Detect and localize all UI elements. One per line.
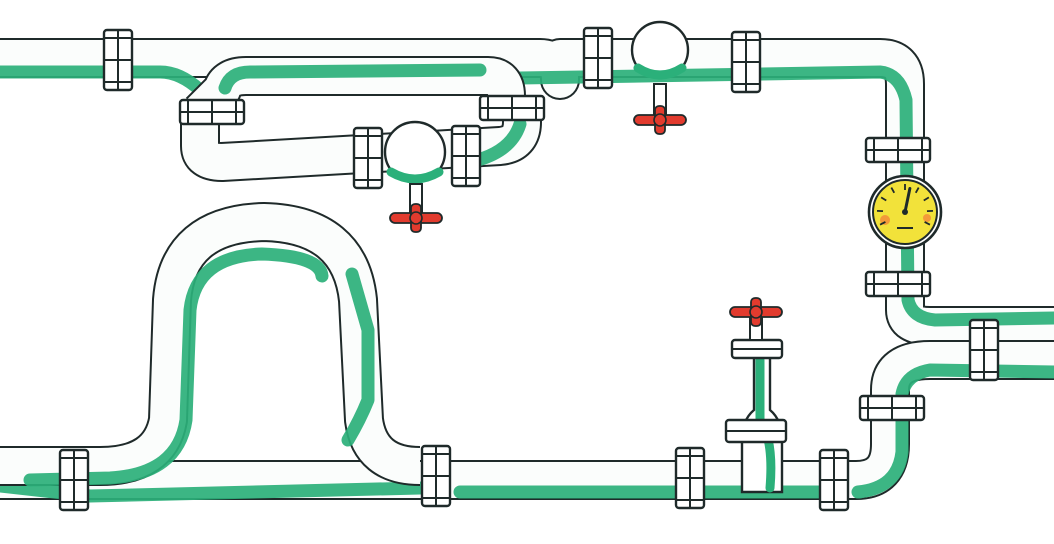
pressure-gauge-icon [867, 174, 943, 250]
pipe-flange-icon [968, 318, 1000, 382]
gate-valve-body [630, 20, 690, 80]
pipe-flange-icon [730, 30, 762, 94]
red-valve-handle-icon [729, 297, 783, 341]
pipe-flange-icon [102, 28, 134, 92]
pipe-flange-icon [352, 126, 384, 190]
pipe-fixtures [58, 20, 1000, 512]
pipe-flange-icon [858, 394, 926, 422]
pipe-flange-icon [58, 448, 90, 512]
riser-valve [724, 338, 788, 494]
pipe-network [0, 38, 1054, 503]
pipe-flange-icon [724, 418, 788, 444]
pipe-flange-icon [450, 124, 482, 188]
gate-valve-body [383, 120, 447, 184]
pipe-flange-icon [420, 444, 452, 508]
pipe-flange-icon [730, 338, 784, 360]
pipe-flange-icon [582, 26, 614, 90]
red-valve-handle-icon [389, 183, 443, 233]
pipe-flange-icon [674, 446, 706, 510]
omega-loop-pipe [0, 202, 421, 487]
pipe-flange-icon [478, 94, 546, 122]
pipe-flange-icon [864, 270, 932, 298]
pipe-flange-icon [864, 136, 932, 164]
gauge-needle [903, 186, 912, 214]
top-main-pipe [0, 38, 1054, 346]
pipe-flange-icon [178, 98, 246, 126]
pipe-flange-icon [818, 448, 850, 512]
red-valve-handle-icon [633, 83, 687, 135]
